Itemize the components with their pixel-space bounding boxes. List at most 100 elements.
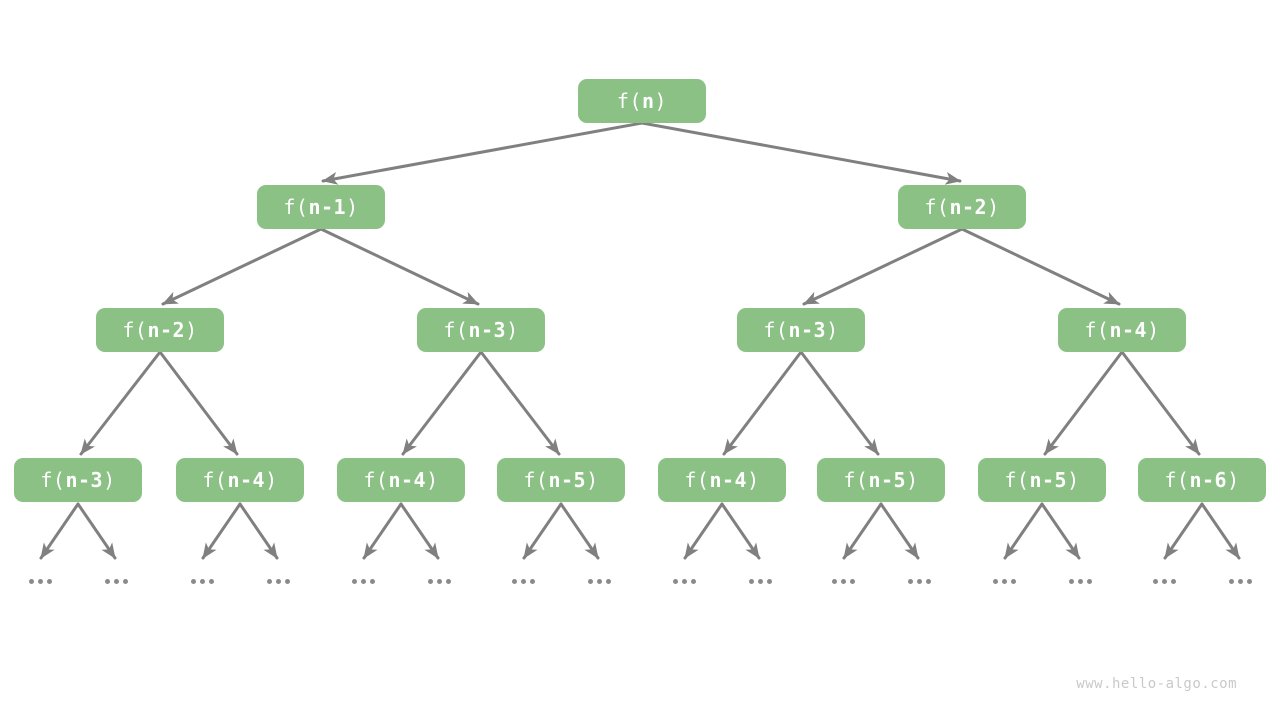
- ellipsis: [428, 578, 451, 584]
- edge-arrow: [39, 502, 80, 560]
- ellipsis: [588, 578, 611, 584]
- node-l4-8: f(n-6): [1138, 458, 1266, 502]
- edge-arrow: [559, 502, 600, 560]
- edge-arrow: [802, 227, 964, 306]
- node-root: f(n): [578, 79, 706, 123]
- node-l4-6: f(n-5): [817, 458, 945, 502]
- ellipsis: [1229, 578, 1252, 584]
- node-label: ): [1227, 468, 1240, 492]
- node-label: f(: [843, 468, 869, 492]
- edge-arrow: [879, 502, 920, 560]
- node-label: ): [654, 89, 668, 113]
- edge-arrow: [238, 502, 279, 560]
- node-label: f(: [283, 195, 309, 219]
- ellipsis: [832, 578, 855, 584]
- edge-arrow: [1200, 502, 1241, 560]
- node-label: ): [346, 195, 359, 219]
- node-label: ): [1147, 318, 1160, 342]
- edge-arrow: [1040, 502, 1081, 560]
- edge-arrow: [401, 350, 483, 456]
- node-label: f(: [1084, 318, 1110, 342]
- edge-arrow: [842, 502, 883, 560]
- node-label: ): [103, 468, 116, 492]
- edge-arrow: [722, 350, 803, 456]
- node-label-arg: n-3: [65, 468, 104, 492]
- node-label: f(: [40, 468, 66, 492]
- edge-arrow: [161, 227, 323, 306]
- edge-arrow: [1043, 350, 1124, 456]
- ellipsis: [1153, 578, 1176, 584]
- node-l4-7: f(n-5): [978, 458, 1106, 502]
- node-label: f(: [616, 89, 642, 113]
- node-l2-2: f(n-2): [898, 185, 1026, 229]
- ellipsis: [512, 578, 535, 584]
- node-label-arg: n: [642, 89, 655, 113]
- node-l4-2: f(n-4): [176, 458, 304, 502]
- edge-arrow: [319, 227, 480, 306]
- ellipsis: [267, 578, 290, 584]
- node-label-arg: n-3: [468, 318, 507, 342]
- node-label: f(: [363, 468, 389, 492]
- node-label: f(: [1004, 468, 1030, 492]
- node-label: ): [906, 468, 919, 492]
- node-label-arg: n-2: [147, 318, 186, 342]
- edge-arrow: [158, 350, 239, 456]
- ellipsis: [191, 578, 214, 584]
- node-label: f(: [684, 468, 710, 492]
- node-label: f(: [202, 468, 228, 492]
- node-label: ): [826, 318, 839, 342]
- node-label-arg: n-3: [788, 318, 827, 342]
- edge-arrow: [79, 350, 162, 456]
- edge-arrow: [683, 502, 724, 560]
- node-l4-5: f(n-4): [658, 458, 786, 502]
- edge-arrow: [799, 350, 880, 456]
- edge-arrow: [720, 502, 761, 560]
- node-label: ): [1067, 468, 1080, 492]
- node-l3-2: f(n-3): [417, 308, 545, 352]
- edge-arrow: [960, 227, 1121, 306]
- node-label-arg: n-5: [868, 468, 907, 492]
- edge-arrow: [479, 350, 561, 456]
- node-label-arg: n-2: [949, 195, 988, 219]
- node-label-arg: n-4: [388, 468, 427, 492]
- node-label: ): [987, 195, 1000, 219]
- node-label-arg: n-1: [308, 195, 347, 219]
- edge-arrow: [76, 502, 117, 560]
- node-label: ): [747, 468, 760, 492]
- node-label-arg: n-4: [709, 468, 748, 492]
- watermark: www.hello-algo.com: [1076, 676, 1237, 692]
- edge-arrow: [640, 121, 962, 185]
- node-label: f(: [443, 318, 469, 342]
- ellipsis: [352, 578, 375, 584]
- node-label-arg: n-4: [1109, 318, 1148, 342]
- node-l3-3: f(n-3): [737, 308, 865, 352]
- edge-arrow: [522, 502, 563, 560]
- edge-arrow: [201, 502, 242, 560]
- node-l3-1: f(n-2): [96, 308, 224, 352]
- node-l4-3: f(n-4): [337, 458, 465, 502]
- edge-arrow: [399, 502, 440, 560]
- node-l4-4: f(n-5): [497, 458, 625, 502]
- node-label: f(: [763, 318, 789, 342]
- node-l3-4: f(n-4): [1058, 308, 1186, 352]
- ellipsis: [105, 578, 128, 584]
- edge-arrow: [1003, 502, 1044, 560]
- node-label: f(: [1164, 468, 1190, 492]
- edge-arrow: [1120, 350, 1201, 456]
- node-label: ): [586, 468, 599, 492]
- ellipsis: [749, 578, 772, 584]
- node-label: ): [426, 468, 439, 492]
- node-label: ): [265, 468, 278, 492]
- node-l2-1: f(n-1): [257, 185, 385, 229]
- ellipsis: [993, 578, 1016, 584]
- node-label: f(: [122, 318, 148, 342]
- ellipsis: [29, 578, 52, 584]
- node-label-arg: n-5: [1029, 468, 1068, 492]
- edge-arrow: [362, 502, 403, 560]
- node-label: f(: [924, 195, 950, 219]
- edge-arrow: [321, 121, 644, 185]
- edge-arrow: [1163, 502, 1204, 560]
- node-label: f(: [523, 468, 549, 492]
